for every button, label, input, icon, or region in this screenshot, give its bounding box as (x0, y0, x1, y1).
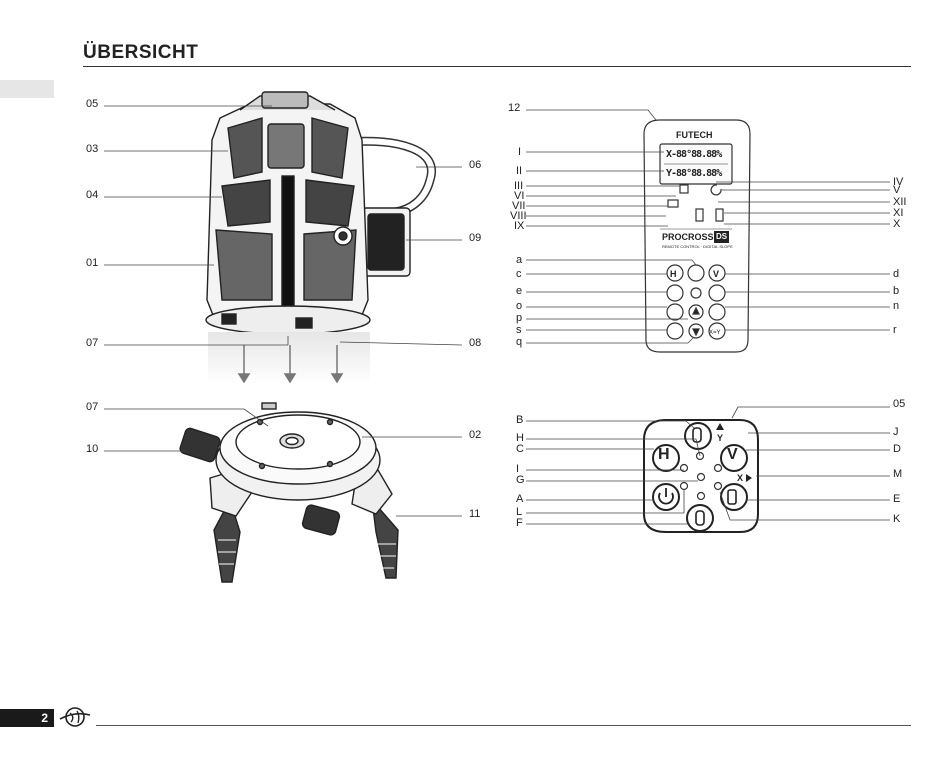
tripod-leader-lines (104, 408, 462, 517)
remote-label-II: II (516, 165, 523, 177)
remote-leader-lines (526, 109, 890, 344)
remote-label-a: a (516, 254, 523, 266)
remote-label-I: I (518, 146, 522, 158)
keypad-label-G: G (516, 474, 525, 486)
page-number: 2 (41, 711, 48, 725)
keypad-leader-lines (526, 406, 890, 525)
remote-label-d: d (893, 268, 900, 280)
remote-callout-12: 12 (508, 102, 521, 114)
page-number-box: 2 (0, 709, 54, 727)
remote-label-VIII: VIII (510, 210, 527, 222)
remote-label-b: b (893, 285, 900, 297)
keypad-callout-05: 05 (893, 398, 906, 410)
side-tab (0, 80, 54, 98)
tripod-label-02: 02 (469, 429, 482, 441)
remote-label-n: n (893, 300, 900, 312)
keypad-label-L: L (516, 506, 523, 518)
remote-label-VII: VII (512, 200, 526, 212)
remote-label-p: p (516, 312, 523, 324)
remote-subtitle: REMOTE CONTROL · DIGITAL SLOPE (662, 244, 733, 249)
device-label-03: 03 (86, 143, 99, 155)
device-leader-lines (104, 105, 463, 346)
remote-label-XI: XI (893, 207, 904, 219)
remote-label-III: III (514, 180, 524, 192)
remote-control-illustration (643, 119, 751, 353)
keypad-label-M: M (893, 468, 903, 480)
keypad-button-v[interactable]: V (727, 446, 738, 463)
remote-label-X: X (893, 218, 901, 230)
keypad-label-A: A (516, 493, 524, 505)
title-divider (83, 66, 911, 67)
keypad-label-I: I (516, 463, 520, 475)
remote-label-VI: VI (514, 190, 525, 202)
keypad-label-F: F (516, 517, 523, 529)
tripod-base-illustration (179, 402, 399, 583)
remote-button-h[interactable]: H (670, 269, 677, 279)
remote-button-v[interactable]: V (713, 269, 720, 279)
laser-device-illustration (205, 91, 436, 335)
device-label-08: 08 (469, 337, 482, 349)
keypad-button-h[interactable]: H (658, 446, 670, 463)
keypad-label-K: K (893, 513, 901, 525)
remote-label-o: o (516, 300, 523, 312)
globe-logo-icon (59, 707, 91, 727)
remote-label-V: V (893, 184, 901, 196)
remote-lcd-y: Y-88°88.88% (666, 168, 722, 179)
remote-label-c: c (516, 268, 522, 280)
tripod-label-11: 11 (469, 508, 481, 520)
remote-label-q: q (516, 336, 523, 348)
device-label-04: 04 (86, 189, 99, 201)
remote-label-e: e (516, 285, 523, 297)
remote-label-IX: IX (514, 220, 525, 232)
device-label-07: 07 (86, 337, 99, 349)
beam-arrows (237, 345, 344, 384)
remote-label-XII: XII (893, 196, 907, 208)
footer-divider (96, 725, 911, 726)
device-label-05: 05 (86, 98, 99, 110)
keypad-label-E: E (893, 493, 901, 505)
keypad-label-H: H (516, 432, 524, 444)
device-label-09: 09 (469, 232, 482, 244)
device-label-06: 06 (469, 159, 482, 171)
keypad-label-C: C (516, 443, 524, 455)
remote-brand: FUTECH (676, 130, 713, 140)
remote-model: PROCROSS (662, 232, 714, 242)
keypad-arrows (716, 423, 752, 482)
device-label-01: 01 (86, 257, 99, 269)
keypad-label-J: J (893, 426, 899, 438)
page-title: ÜBERSICHT (83, 42, 199, 63)
keypad-label-D: D (893, 443, 901, 455)
keypad-axis-x: X (737, 473, 744, 483)
remote-lcd-x: X-88°88.88% (666, 149, 722, 160)
remote-label-s: s (516, 324, 522, 336)
remote-model-badge: DS (714, 231, 730, 243)
keypad-label-B: B (516, 414, 524, 426)
remote-label-r: r (893, 324, 897, 336)
tripod-label-07: 07 (86, 401, 99, 413)
remote-label-IV: IV (893, 176, 904, 188)
remote-button-xy[interactable]: X=Y (709, 330, 721, 336)
tripod-label-10: 10 (86, 443, 99, 455)
keypad-axis-y: Y (717, 433, 724, 443)
